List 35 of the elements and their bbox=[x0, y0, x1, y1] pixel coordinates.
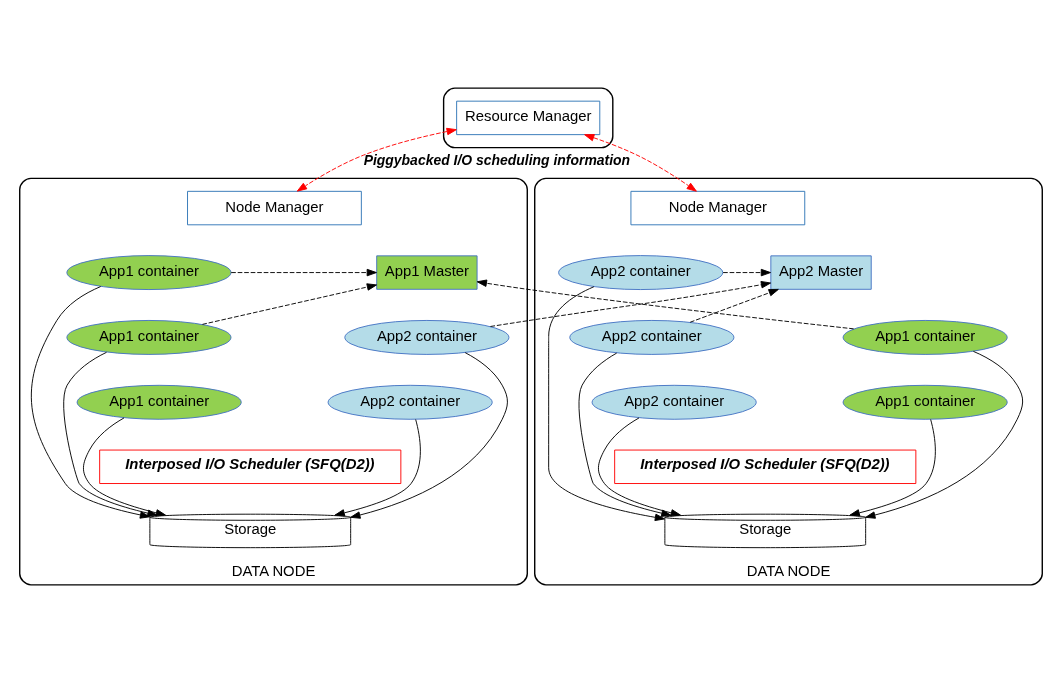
arrow bbox=[230, 268, 377, 277]
arrow bbox=[548, 286, 666, 522]
node-box: Node Manager bbox=[630, 190, 806, 226]
arrow bbox=[578, 352, 672, 517]
cluster bbox=[442, 87, 614, 149]
arrow bbox=[31, 286, 151, 519]
arrow bbox=[476, 279, 855, 330]
arrow bbox=[202, 283, 377, 325]
arrow bbox=[849, 419, 936, 517]
node-box: Node Manager bbox=[187, 190, 362, 226]
node-box: App2 Master bbox=[770, 255, 872, 290]
arrow bbox=[490, 281, 772, 327]
node-ellipse: App1 container bbox=[66, 320, 232, 355]
edge-label: Piggybacked I/O scheduling information bbox=[363, 152, 631, 169]
node-ellipse: App1 container bbox=[842, 384, 1008, 420]
arrow bbox=[865, 350, 1024, 519]
node-ellipse: App1 container bbox=[66, 255, 232, 291]
arrow bbox=[722, 268, 771, 277]
arrow bbox=[334, 419, 421, 517]
node-box: Resource Manager bbox=[456, 100, 601, 136]
node-box: App1 Master bbox=[376, 255, 478, 290]
node-box: Interposed I/O Scheduler (SFQ(D2)) bbox=[99, 449, 402, 484]
node-ellipse: App2 container bbox=[558, 255, 724, 291]
arrow bbox=[689, 288, 779, 323]
node-ellipse: App2 container bbox=[591, 384, 757, 420]
node-ellipse: App2 container bbox=[344, 320, 510, 355]
node-ellipse: App2 container bbox=[569, 320, 735, 355]
node-ellipse: App2 container bbox=[327, 384, 493, 420]
arrow bbox=[350, 352, 508, 519]
arrow bbox=[598, 417, 681, 517]
arrow bbox=[296, 127, 457, 192]
node-ellipse: App1 container bbox=[76, 384, 242, 420]
node-box: Interposed I/O Scheduler (SFQ(D2)) bbox=[614, 449, 917, 484]
arrow bbox=[584, 134, 697, 192]
node-ellipse: App1 container bbox=[842, 320, 1008, 355]
